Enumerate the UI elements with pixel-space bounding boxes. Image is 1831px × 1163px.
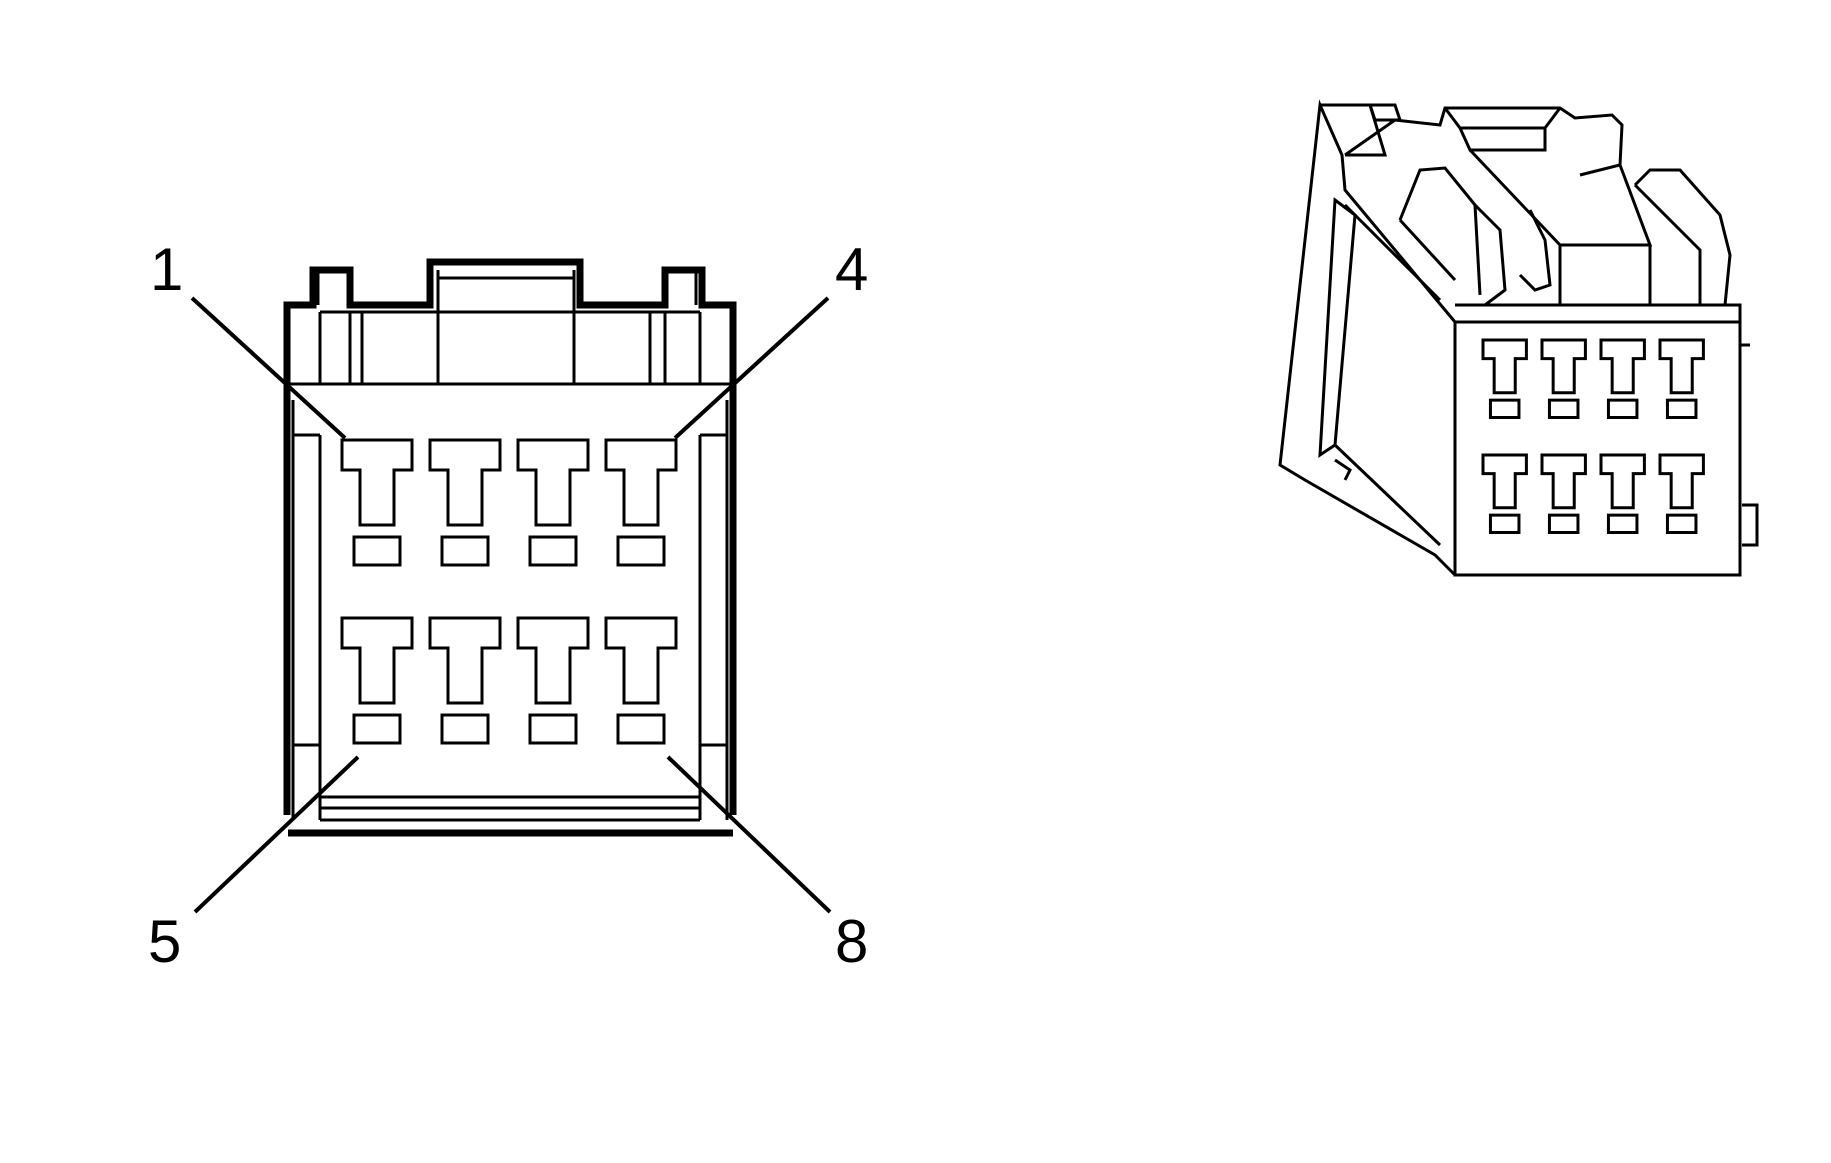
pin-cavity-8 bbox=[604, 616, 678, 705]
pin-label-5: 5 bbox=[148, 908, 181, 975]
iso-pin-cavity-4-latch-window bbox=[1665, 398, 1698, 420]
connector-face-view: 1 4 5 8 bbox=[148, 236, 868, 975]
pin-cavity-1 bbox=[340, 438, 414, 527]
pin-cavity-2 bbox=[428, 438, 502, 527]
pin-cavity-4-latch-window bbox=[616, 535, 666, 567]
connector-isometric-view bbox=[1278, 99, 1759, 577]
leader-line-pin-1 bbox=[190, 296, 347, 440]
connector-body-outline bbox=[283, 258, 737, 815]
leader-line-pin-5 bbox=[193, 755, 360, 914]
iso-pin-cavity-8 bbox=[1658, 453, 1705, 510]
iso-pin-cavity-1 bbox=[1481, 338, 1528, 395]
pin-label-1: 1 bbox=[150, 236, 183, 303]
iso-pin-cavity-6 bbox=[1540, 453, 1587, 510]
iso-pin-cavity-3-latch-window bbox=[1606, 398, 1639, 420]
iso-pin-cavity-1-latch-window bbox=[1488, 398, 1521, 420]
pin-cavity-7-latch-window bbox=[528, 713, 578, 745]
iso-pin-cavities bbox=[1481, 338, 1705, 535]
pin-cavity-5 bbox=[340, 616, 414, 705]
pin-cavity-5-latch-window bbox=[352, 713, 402, 745]
iso-top-housing bbox=[1344, 106, 1624, 177]
pin-label-4: 4 bbox=[835, 236, 868, 303]
iso-right-ear bbox=[1633, 168, 1732, 306]
iso-pin-cavity-2-latch-window bbox=[1547, 398, 1580, 420]
iso-side-face bbox=[1278, 99, 1457, 577]
iso-pin-cavity-2 bbox=[1540, 338, 1587, 395]
pin-cavity-6 bbox=[428, 616, 502, 705]
pin-cavity-4 bbox=[604, 438, 678, 527]
connector-side-rails bbox=[291, 400, 729, 822]
iso-pin-cavity-4 bbox=[1658, 338, 1705, 395]
iso-front-face bbox=[1453, 320, 1742, 577]
iso-pin-cavity-3 bbox=[1599, 338, 1646, 395]
pin-cavity-3-latch-window bbox=[528, 535, 578, 567]
iso-pin-cavity-5 bbox=[1481, 453, 1528, 510]
leader-line-pin-4 bbox=[673, 296, 830, 440]
pin-cavity-6-latch-window bbox=[440, 713, 490, 745]
leader-line-pin-8 bbox=[666, 755, 832, 914]
iso-pin-cavity-6-latch-window bbox=[1547, 513, 1580, 535]
pin-cavity-2-latch-window bbox=[440, 535, 490, 567]
connector-latch bbox=[287, 270, 733, 386]
iso-pin-cavity-5-latch-window bbox=[1488, 513, 1521, 535]
pin-cavity-3 bbox=[516, 438, 590, 527]
iso-pin-cavity-8-latch-window bbox=[1665, 513, 1698, 535]
iso-pin-cavity-7 bbox=[1599, 453, 1646, 510]
pin-cavity-8-latch-window bbox=[616, 713, 666, 745]
pin-cavity-1-latch-window bbox=[352, 535, 402, 567]
pin-cavities bbox=[340, 438, 678, 745]
pin-label-8: 8 bbox=[835, 908, 868, 975]
iso-pin-cavity-7-latch-window bbox=[1606, 513, 1639, 535]
pin-cavity-7 bbox=[516, 616, 590, 705]
